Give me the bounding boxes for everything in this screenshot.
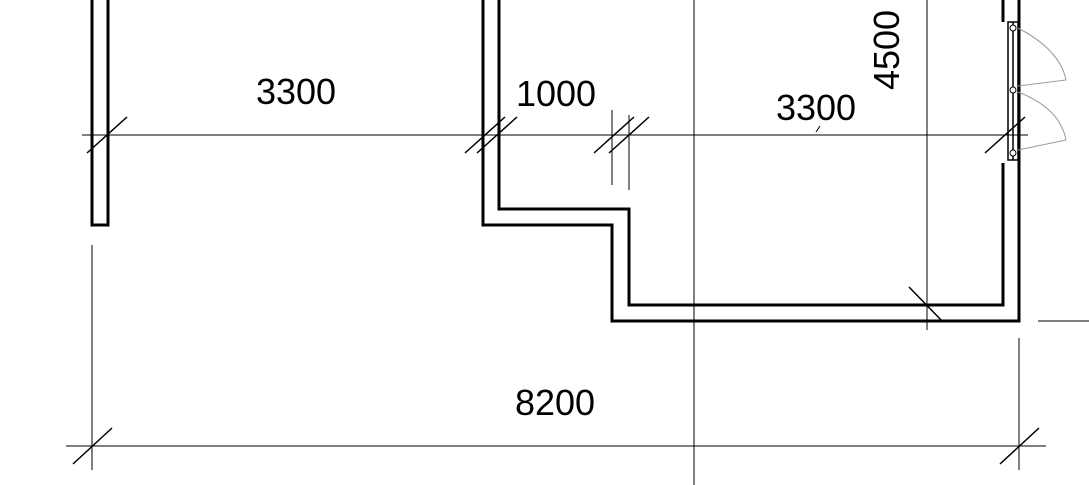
wall-stepped-inner <box>497 0 1005 307</box>
dimension-label-top-middle: 1000 <box>516 73 596 114</box>
door-swing-arc <box>1017 91 1067 151</box>
hinge-icon <box>1009 24 1017 32</box>
bottom-dimension-line <box>66 427 1046 465</box>
dimension-tick <box>593 116 635 154</box>
right-wall-door <box>1007 21 1067 161</box>
wall-stepped-outer <box>481 0 1021 323</box>
dimension-tick <box>72 427 113 465</box>
dimension-label-vertical: 4500 <box>866 10 907 90</box>
dimension-tick <box>608 116 650 154</box>
leader-mark <box>815 125 821 133</box>
dimension-label-top-left: 3300 <box>256 71 336 112</box>
door-swing-arc <box>1017 27 1067 87</box>
grid-lines <box>91 0 1089 485</box>
dimension-label-overall: 8200 <box>515 382 595 423</box>
dimension-tick <box>999 427 1040 465</box>
walls <box>90 0 1021 323</box>
hinge-icon <box>1009 149 1017 157</box>
wall-left <box>90 0 110 227</box>
top-dimension-line <box>82 116 1028 154</box>
hinge-icon <box>1009 86 1017 94</box>
dimension-label-top-right: 3300 <box>776 87 856 128</box>
